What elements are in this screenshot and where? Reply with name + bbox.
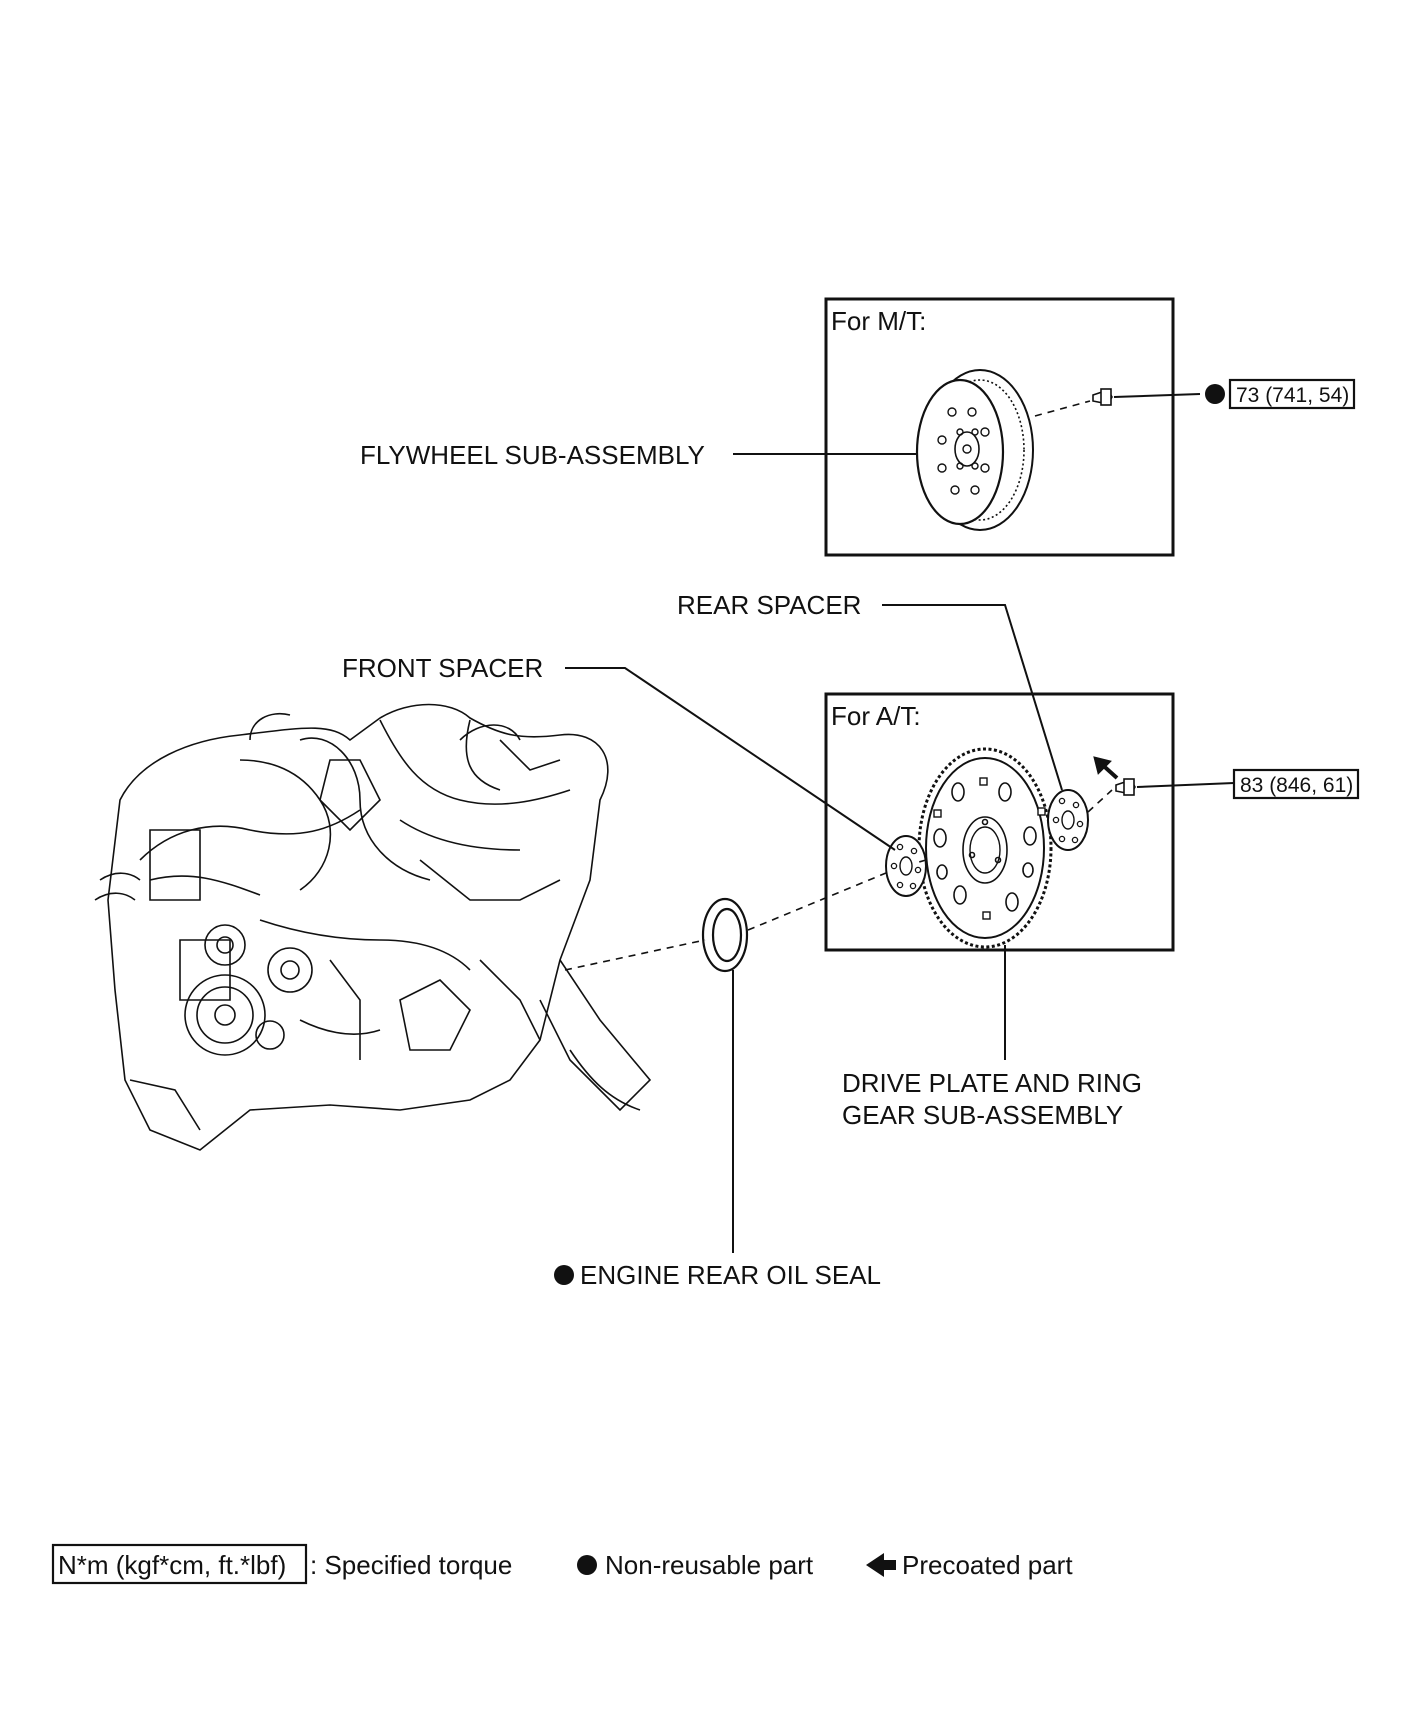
front-spacer-label: FRONT SPACER — [342, 653, 543, 683]
at-panel: For A/T: — [824, 692, 1235, 952]
flywheel-drawing — [915, 369, 1034, 531]
mt-torque-value: 73 (741, 54) — [1236, 384, 1349, 407]
legend: N*m (kgf*cm, ft.*lbf) : Specified torque… — [51, 1543, 1073, 1585]
oil-seal-label: ENGINE REAR OIL SEAL — [580, 1260, 881, 1290]
engine-pulleys — [184, 924, 313, 1056]
engine-illustration — [94, 703, 652, 1151]
at-precoated-arrow-icon — [1093, 756, 1119, 780]
drive-plate-drawing — [917, 747, 1053, 949]
flywheel-label: FLYWHEEL SUB-ASSEMBLY — [360, 440, 705, 470]
assembly-centreline — [564, 789, 1113, 971]
legend-precoated-arrow-icon — [866, 1553, 896, 1577]
at-bolt-icon — [1115, 778, 1136, 796]
drive-plate-label-line1: DRIVE PLATE AND RING — [842, 1068, 1142, 1098]
oil-seal-drawing — [701, 897, 749, 973]
front-spacer-drawing — [885, 835, 927, 897]
mt-bolt-icon — [1092, 388, 1113, 406]
legend-torque-text: : Specified torque — [310, 1550, 512, 1580]
legend-nonreusable-text: Non-reusable part — [605, 1550, 814, 1580]
rear-spacer-drawing — [1047, 789, 1089, 851]
legend-torque-box: N*m (kgf*cm, ft.*lbf) — [58, 1550, 286, 1580]
oil-seal-nonreusable-icon — [554, 1265, 574, 1285]
legend-nonreusable-icon — [577, 1555, 597, 1575]
rear-spacer-label: REAR SPACER — [677, 590, 861, 620]
mt-panel: For M/T: — [824, 297, 1201, 557]
mt-panel-title: For M/T: — [831, 306, 926, 336]
at-panel-title: For A/T: — [831, 701, 921, 731]
legend-precoated-text: Precoated part — [902, 1550, 1073, 1580]
mt-nonreusable-icon — [1205, 384, 1225, 404]
drive-plate-label-line2: GEAR SUB-ASSEMBLY — [842, 1100, 1123, 1130]
at-torque-value: 83 (846, 61) — [1240, 774, 1353, 797]
